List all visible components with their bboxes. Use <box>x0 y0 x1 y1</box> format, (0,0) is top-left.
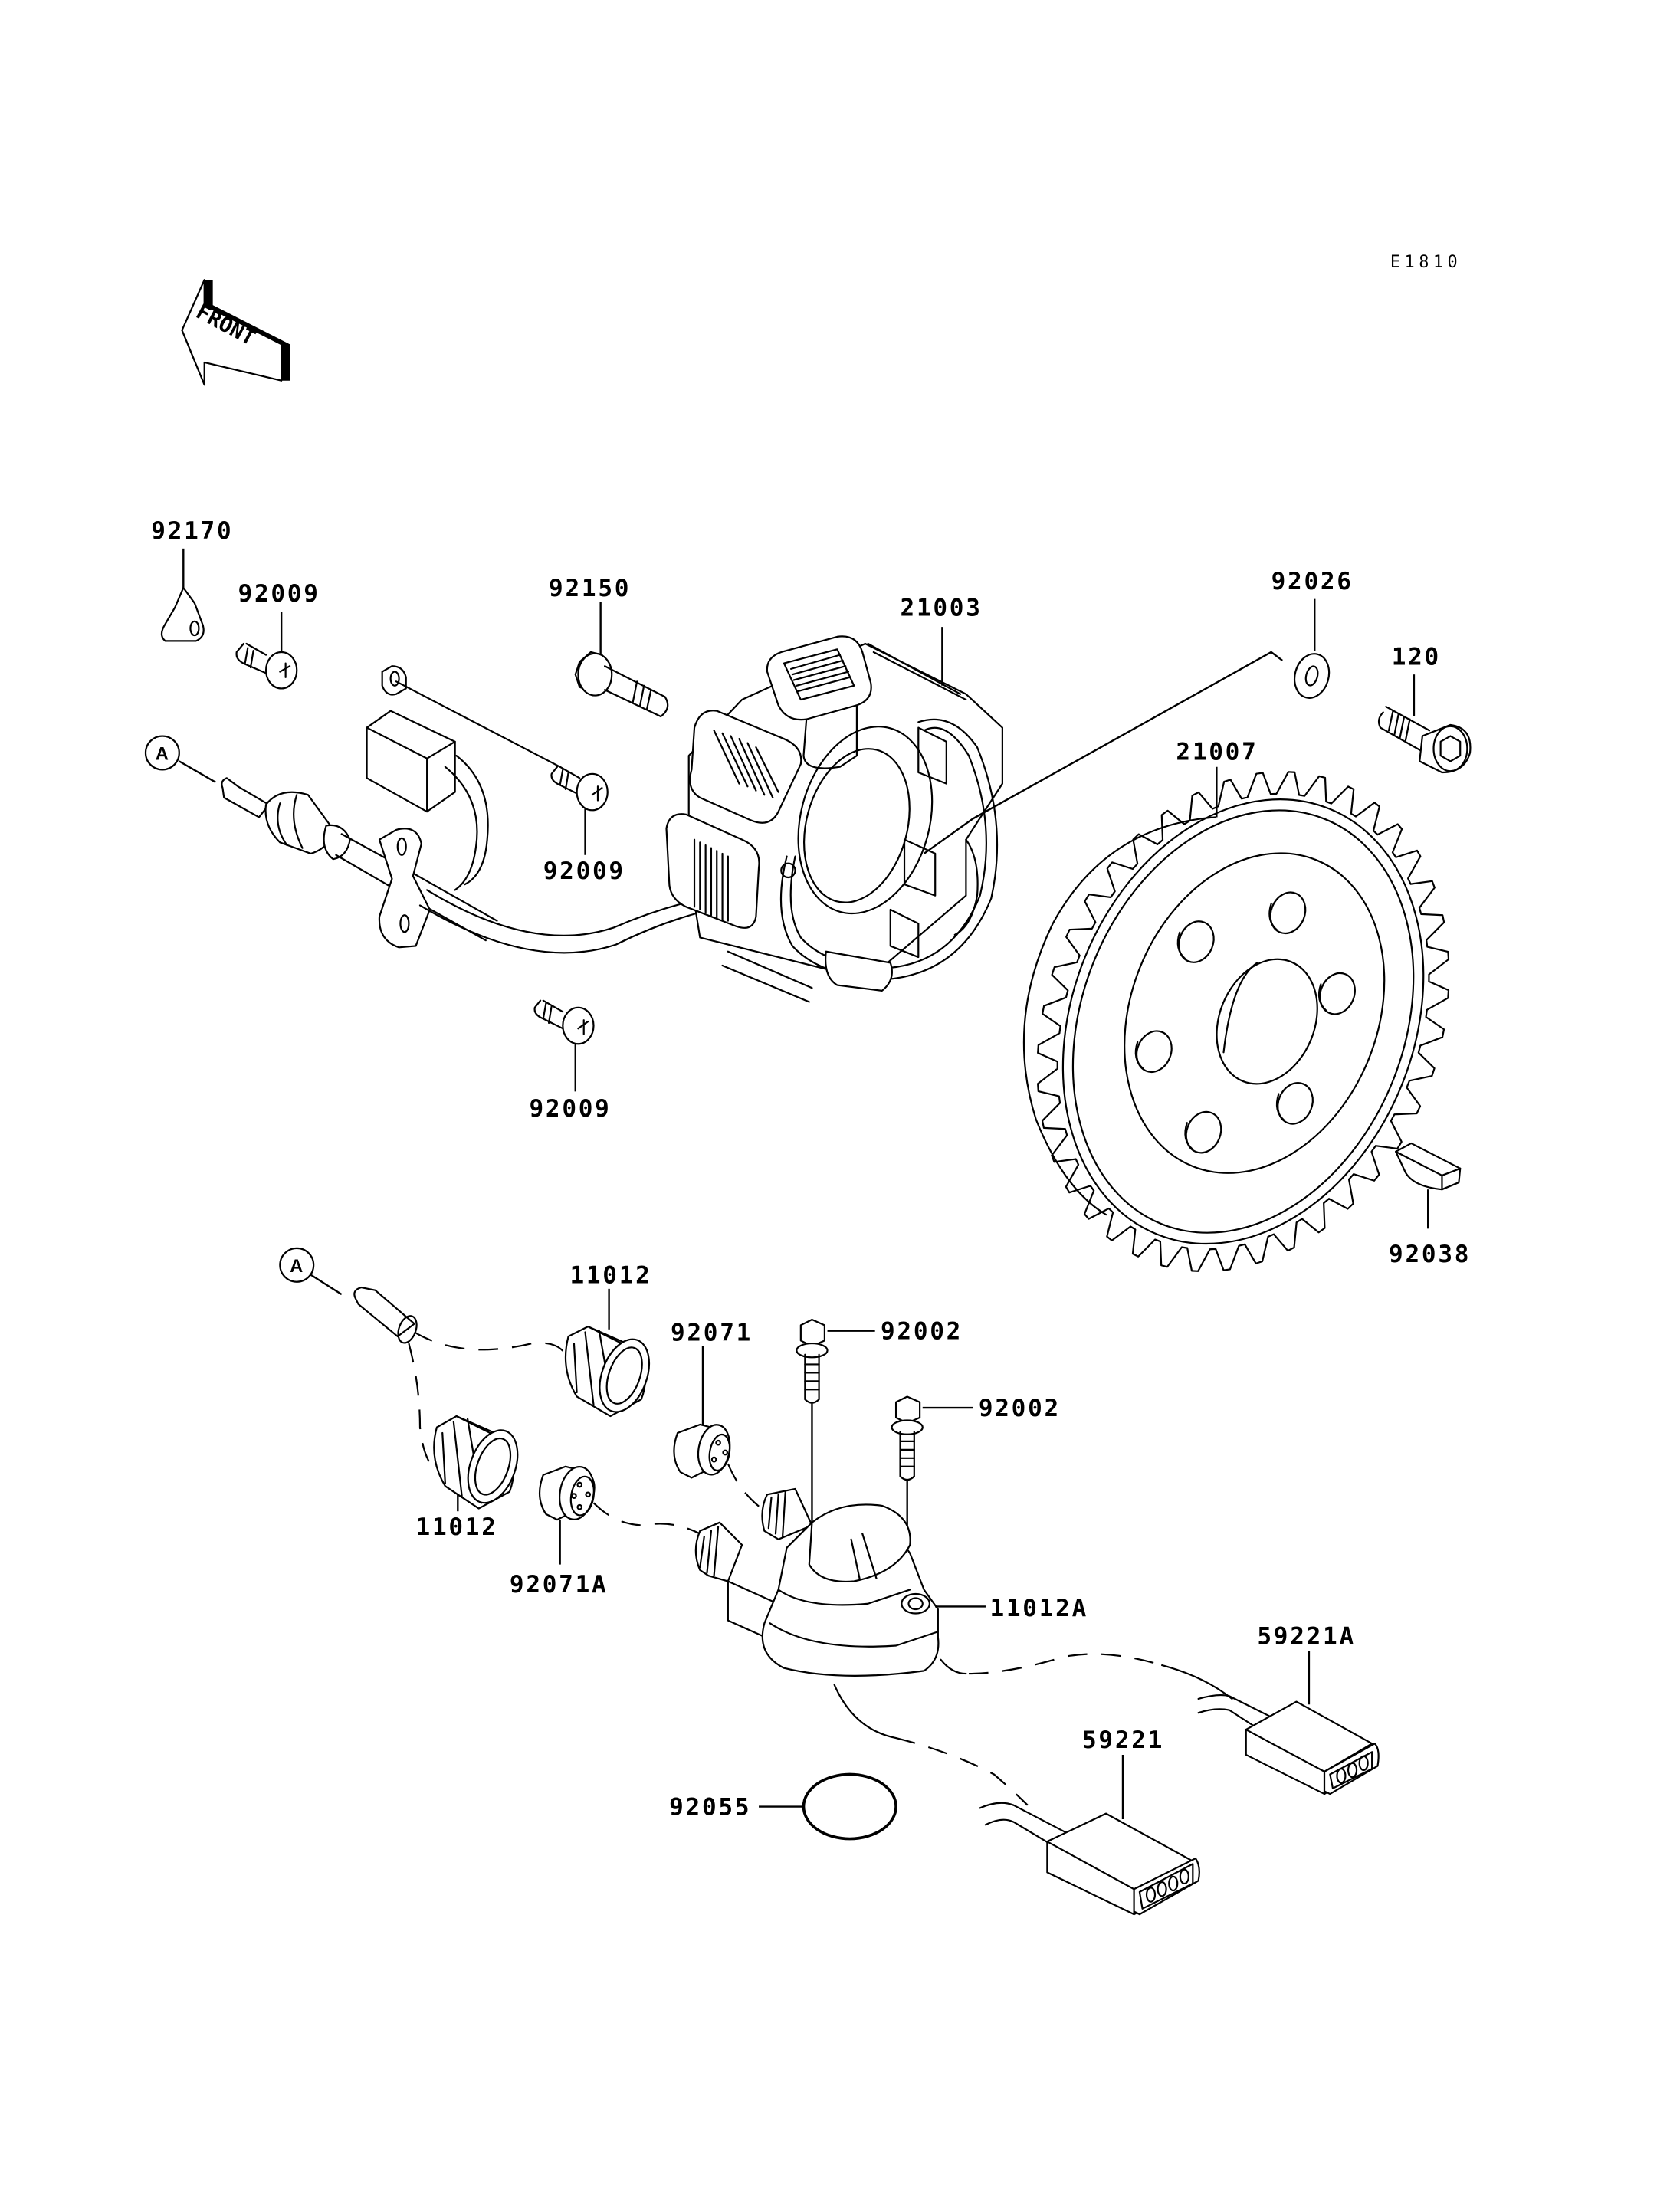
part-92055-o-ring[interactable] <box>802 1772 897 1841</box>
label-92071A[interactable]: 92071A <box>510 1571 609 1599</box>
part-120-bolt[interactable] <box>1377 706 1472 774</box>
coil-winding <box>713 730 779 798</box>
flywheel-holes <box>1134 891 1356 1154</box>
part-92038-key[interactable] <box>1395 1142 1462 1191</box>
wire-path <box>940 1658 967 1675</box>
wire-path <box>1161 1664 1233 1700</box>
part-11012-cap-lower[interactable] <box>433 1415 527 1510</box>
label-92009-top[interactable]: 92009 <box>238 580 320 608</box>
wire-path <box>414 1331 566 1356</box>
label-59221A[interactable]: 59221A <box>1257 1623 1356 1651</box>
part-92009-screw-low[interactable] <box>533 999 595 1045</box>
part-92170[interactable] <box>160 586 205 642</box>
leader-a-lower <box>310 1274 343 1296</box>
label-92055[interactable]: 92055 <box>669 1793 751 1821</box>
label-92009-low[interactable]: 92009 <box>529 1095 611 1123</box>
part-92026-washer[interactable] <box>1290 650 1334 702</box>
part-92150-bolt[interactable] <box>574 651 669 718</box>
wire-path <box>833 1684 897 1740</box>
flywheel-hole <box>1178 920 1215 963</box>
front-arrow-icon: FRONT <box>181 279 290 386</box>
label-92170[interactable]: 92170 <box>151 517 233 545</box>
coil-winding <box>693 838 729 922</box>
connector-ref-a-upper[interactable]: A <box>144 735 180 771</box>
flywheel-teeth-outline <box>1037 771 1450 1272</box>
flywheel-hole <box>1319 972 1356 1015</box>
part-92002-bolt-b[interactable] <box>891 1395 924 1481</box>
label-11012-lower[interactable]: 11012 <box>416 1513 498 1541</box>
flywheel-hole <box>1269 891 1307 935</box>
part-92009-screw-mid[interactable] <box>550 766 609 812</box>
flywheel-hole-edge <box>1268 902 1278 931</box>
label-11012A[interactable]: 11012A <box>989 1595 1088 1622</box>
part-59221A-connector[interactable] <box>1197 1694 1380 1795</box>
coil-winding <box>789 654 851 693</box>
label-120[interactable]: 120 <box>1392 643 1441 671</box>
label-59221[interactable]: 59221 <box>1082 1726 1164 1754</box>
flywheel-hole-edge <box>1134 1041 1144 1070</box>
label-11012-upper[interactable]: 11012 <box>569 1262 651 1290</box>
part-11012A-cover[interactable] <box>694 1487 940 1677</box>
wire-path <box>727 1463 771 1515</box>
part-92009-screw-top[interactable] <box>235 642 298 690</box>
part-92071A-plug[interactable] <box>539 1464 598 1522</box>
connector-ref-a-lower[interactable]: A <box>279 1247 315 1283</box>
connector-ref-label: A <box>290 1257 303 1277</box>
wire-path <box>592 1502 701 1535</box>
flywheel-hole <box>1136 1030 1173 1073</box>
label-92026[interactable]: 92026 <box>1271 568 1354 595</box>
label-92002-a[interactable]: 92002 <box>881 1318 963 1346</box>
label-92038[interactable]: 92038 <box>1389 1241 1471 1268</box>
flywheel-teeth <box>1037 771 1450 1272</box>
flywheel-hole-edge <box>1275 1093 1285 1122</box>
part-11012-cap-upper[interactable] <box>564 1326 658 1418</box>
wire-end-a[interactable] <box>353 1286 420 1346</box>
part-21007-flywheel[interactable] <box>999 745 1488 1298</box>
part-59221-connector[interactable] <box>979 1802 1200 1916</box>
part-92002-bolt-a[interactable] <box>796 1318 829 1404</box>
leader-a-upper <box>179 760 216 783</box>
diagram-reference-code: E1810 <box>1390 253 1462 272</box>
label-92002-b[interactable]: 92002 <box>979 1395 1061 1422</box>
flywheel-hole <box>1277 1082 1314 1125</box>
label-92071[interactable]: 92071 <box>671 1319 753 1346</box>
label-21003[interactable]: 21003 <box>901 594 983 621</box>
label-21007[interactable]: 21007 <box>1176 739 1258 766</box>
flywheel-hole-edge <box>1176 931 1186 960</box>
label-92150[interactable]: 92150 <box>549 575 631 602</box>
flywheel-hole-edge <box>1184 1122 1194 1151</box>
flywheel-hole-edge <box>1317 983 1327 1012</box>
label-92009-mid[interactable]: 92009 <box>543 857 625 885</box>
wire-path <box>408 1343 435 1471</box>
leader-stator-bolt-path <box>923 651 1283 854</box>
connector-ref-label: A <box>156 745 169 765</box>
wire-harness-grommet[interactable] <box>221 777 701 954</box>
part-21003-stator[interactable] <box>665 635 1003 1003</box>
flywheel-hole <box>1185 1110 1222 1154</box>
part-92071-plug[interactable] <box>673 1422 733 1479</box>
wire-path <box>895 1736 1029 1806</box>
wire-path <box>969 1653 1163 1675</box>
pulser-coil-bracket[interactable] <box>366 665 561 891</box>
